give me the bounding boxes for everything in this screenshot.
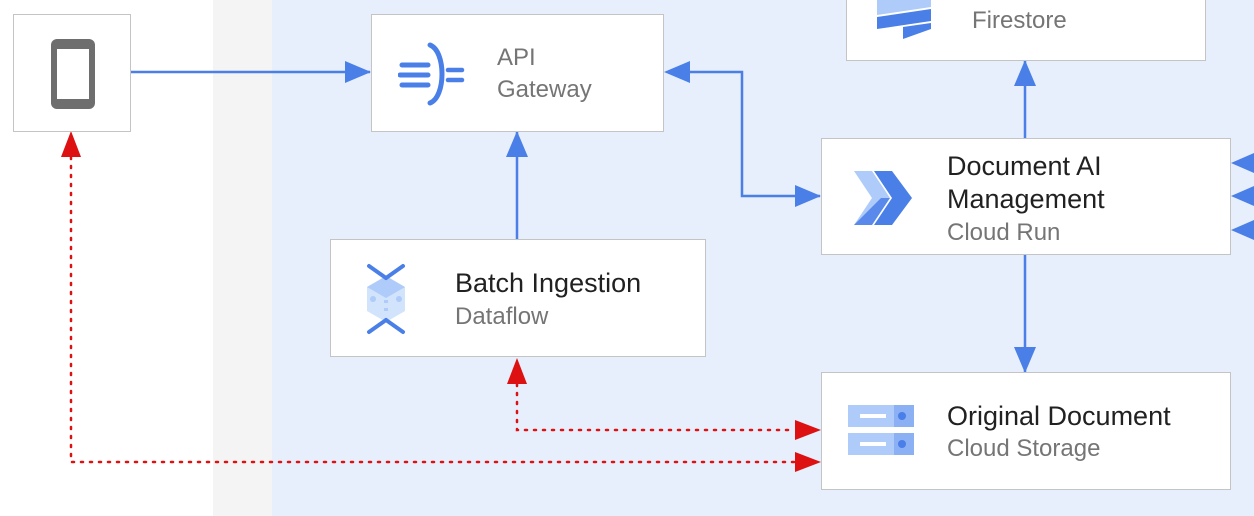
incoming-arrowhead-2: [1231, 186, 1254, 206]
ingestion-storage-dotted-link: [515, 382, 797, 432]
firestore-icon: [877, 0, 931, 39]
api-gateway-node[interactable]: API Gateway: [371, 14, 664, 132]
api-gateway-label-line2: Gateway: [497, 76, 592, 103]
api-gateway-label-line1: API: [497, 44, 536, 71]
ingestion-dotted-arrowhead: [507, 358, 527, 384]
storage-dotted-arrowhead-upper: [795, 420, 821, 440]
dataflow-icon: [367, 264, 405, 334]
document-ai-subtitle: Cloud Run: [947, 219, 1061, 246]
client-device-node[interactable]: [13, 14, 131, 132]
firestore-label: Firestore: [972, 7, 1067, 34]
batch-ingestion-title: Batch Ingestion: [455, 268, 642, 298]
batch-ingestion-node[interactable]: Batch Ingestion Dataflow: [330, 239, 706, 357]
client-dotted-arrowhead: [61, 131, 81, 157]
firestore-node[interactable]: Firestore: [846, 0, 1206, 61]
api-gateway-icon: [398, 42, 465, 106]
client-storage-dotted-link: [69, 155, 797, 464]
batch-ingestion-subtitle: Dataflow: [455, 303, 549, 330]
cloud-storage-icon: [848, 405, 914, 455]
storage-dotted-arrowhead-lower: [795, 452, 821, 472]
mobile-device-icon: [51, 39, 95, 109]
original-document-subtitle: Cloud Storage: [947, 435, 1101, 462]
incoming-arrowhead-3: [1231, 220, 1254, 240]
incoming-arrowhead-1: [1231, 153, 1254, 173]
gateway-docai-back-arrowhead: [664, 61, 690, 83]
cloud-run-icon: [854, 171, 912, 225]
document-ai-management-node[interactable]: Document AI Management Cloud Run: [821, 138, 1231, 255]
outer-zone-band: [213, 0, 272, 516]
document-ai-title-line2: Management: [947, 184, 1105, 214]
original-document-node[interactable]: Original Document Cloud Storage: [821, 372, 1231, 490]
original-document-title: Original Document: [947, 401, 1171, 431]
gateway-docai-link: [690, 70, 821, 207]
document-ai-title-line1: Document AI: [947, 151, 1102, 181]
